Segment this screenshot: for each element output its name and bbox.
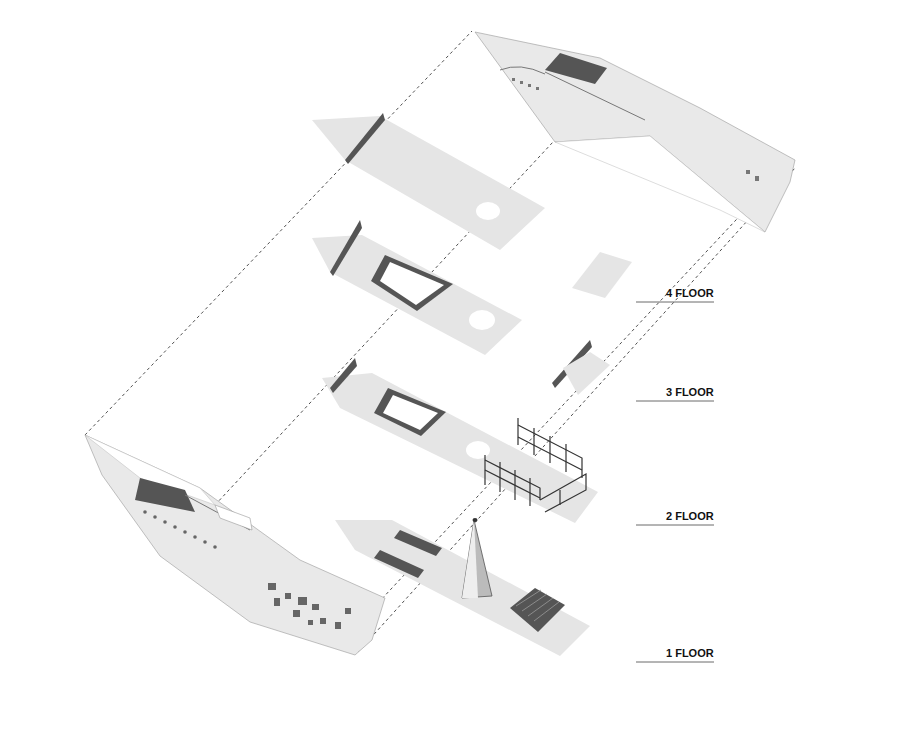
- floor-3-plate: [312, 220, 610, 395]
- floor-label: 2 FLOOR: [666, 509, 714, 523]
- floor-label: 3 FLOOR: [666, 385, 714, 399]
- shelving: [485, 418, 586, 512]
- label-rules: [636, 302, 714, 662]
- lower-hull: [85, 435, 385, 655]
- floor-2-plate: [322, 358, 598, 523]
- floor-label: 4 FLOOR: [666, 286, 714, 300]
- floor-label: 1 FLOOR: [666, 646, 714, 660]
